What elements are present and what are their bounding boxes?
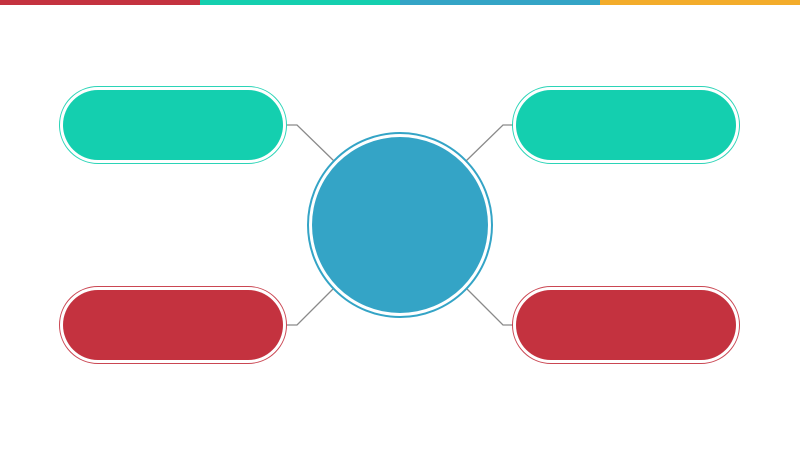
node-top-left [59, 86, 287, 164]
connector-top-left [287, 124, 335, 162]
top-bar-segment-red [0, 0, 200, 5]
node-bottom-left [59, 286, 287, 364]
top-bar-segment-orange [600, 0, 800, 5]
connector-bottom-right [465, 287, 513, 326]
top-bar-segment-blue [400, 0, 600, 5]
connector-bottom-left [287, 287, 335, 326]
node-top-right [512, 86, 740, 164]
top-color-bar [0, 0, 800, 5]
center-node [312, 137, 488, 313]
node-bottom-right [512, 286, 740, 364]
top-bar-segment-teal [200, 0, 400, 5]
connector-top-right [465, 124, 513, 162]
